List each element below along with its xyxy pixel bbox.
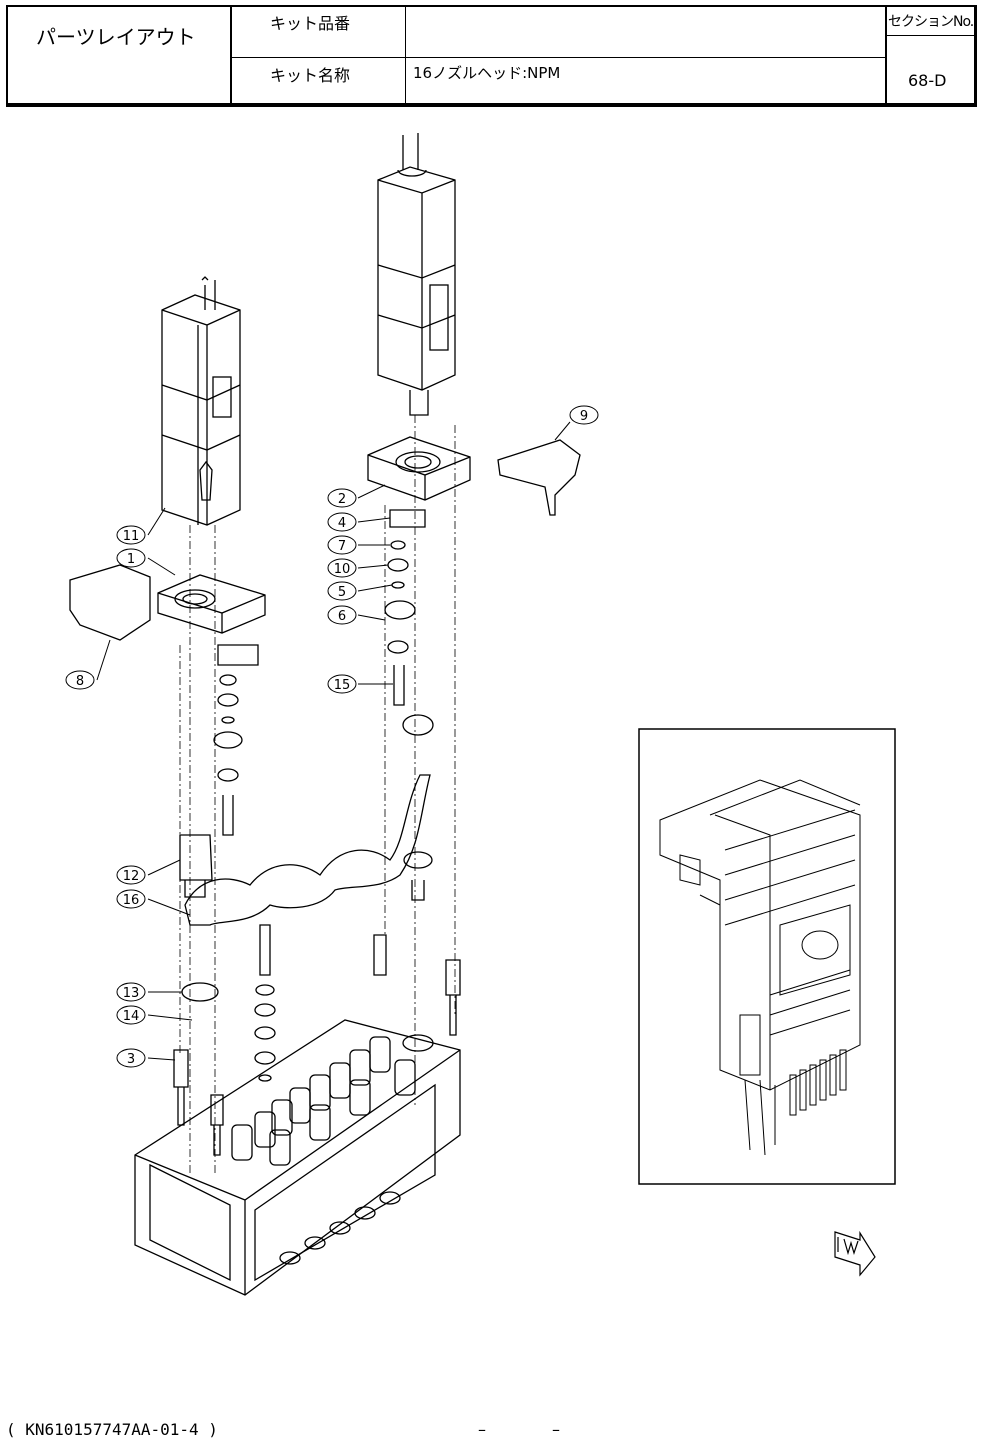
nozzle-shaft — [374, 935, 386, 975]
title-block: パーツレイアウト キット品番 キット名称 16ノズルヘッド:NPM セクションN… — [6, 5, 977, 107]
timing-belt — [185, 775, 430, 925]
svg-text:12: 12 — [123, 869, 140, 884]
callout-5: 5 — [328, 582, 392, 600]
svg-text:7: 7 — [338, 539, 346, 554]
kit-number-label: キット品番 — [270, 10, 350, 34]
svg-text:8: 8 — [76, 674, 84, 689]
parts-diagram: 11 1 8 2 4 7 10 5 6 15 9 12 16 13 14 3 — [0, 115, 983, 1405]
callout-2: 2 — [328, 485, 385, 507]
left-mount-block — [158, 575, 265, 633]
left-pulley — [180, 835, 212, 897]
forward-arrow-icon — [835, 1232, 875, 1275]
screw — [260, 925, 270, 975]
callout-16: 16 — [117, 890, 190, 915]
svg-text:16: 16 — [123, 893, 140, 908]
svg-text:1: 1 — [127, 552, 135, 567]
page-title: パーツレイアウト — [36, 21, 196, 50]
svg-text:2: 2 — [338, 492, 346, 507]
svg-text:14: 14 — [123, 1009, 140, 1024]
page-number-dash-left: – — [478, 1420, 486, 1439]
svg-text:6: 6 — [338, 609, 346, 624]
nozzle-shaft — [174, 1050, 188, 1125]
callout-9: 9 — [555, 406, 598, 440]
callout-13: 13 — [117, 983, 182, 1001]
head-base — [135, 1020, 460, 1295]
callout-1: 1 — [117, 549, 175, 575]
callout-6: 6 — [328, 606, 385, 624]
kit-name-value: 16ノズルヘッド:NPM — [413, 62, 560, 83]
svg-text:4: 4 — [338, 516, 346, 531]
document-code: ( KN610157747AA-01-4 ) — [6, 1420, 218, 1439]
section-label: セクションNo. — [888, 11, 973, 31]
callout-10: 10 — [328, 559, 388, 577]
callout-8: 8 — [66, 640, 110, 689]
svg-text:9: 9 — [580, 409, 588, 424]
svg-text:13: 13 — [123, 986, 140, 1001]
right-bracket — [498, 440, 580, 515]
divider — [885, 7, 887, 103]
svg-text:10: 10 — [334, 562, 351, 577]
svg-text:11: 11 — [123, 529, 140, 544]
callout-7: 7 — [328, 536, 390, 554]
left-stack — [214, 645, 258, 835]
divider — [885, 35, 975, 36]
inset-overview — [639, 729, 895, 1184]
right-motor — [378, 133, 455, 415]
page-number-dash-right: – — [552, 1420, 560, 1439]
left-bracket — [70, 565, 150, 640]
svg-text:3: 3 — [127, 1052, 135, 1067]
divider — [230, 57, 885, 58]
left-motor — [162, 277, 240, 525]
section-value: 68-D — [908, 71, 946, 90]
nozzle-shaft — [446, 960, 460, 1035]
divider — [405, 7, 406, 103]
right-stack — [385, 510, 433, 900]
nozzle-shaft — [211, 1095, 223, 1155]
divider — [230, 7, 232, 103]
bearing — [182, 983, 218, 1001]
callout-14: 14 — [117, 1006, 192, 1024]
callout-4: 4 — [328, 513, 390, 531]
callout-11: 11 — [117, 508, 165, 544]
svg-text:15: 15 — [334, 678, 351, 693]
callout-15: 15 — [328, 675, 393, 693]
svg-text:5: 5 — [338, 585, 346, 600]
callout-12: 12 — [117, 860, 180, 884]
kit-name-label: キット名称 — [270, 62, 350, 86]
callout-3: 3 — [117, 1049, 175, 1067]
